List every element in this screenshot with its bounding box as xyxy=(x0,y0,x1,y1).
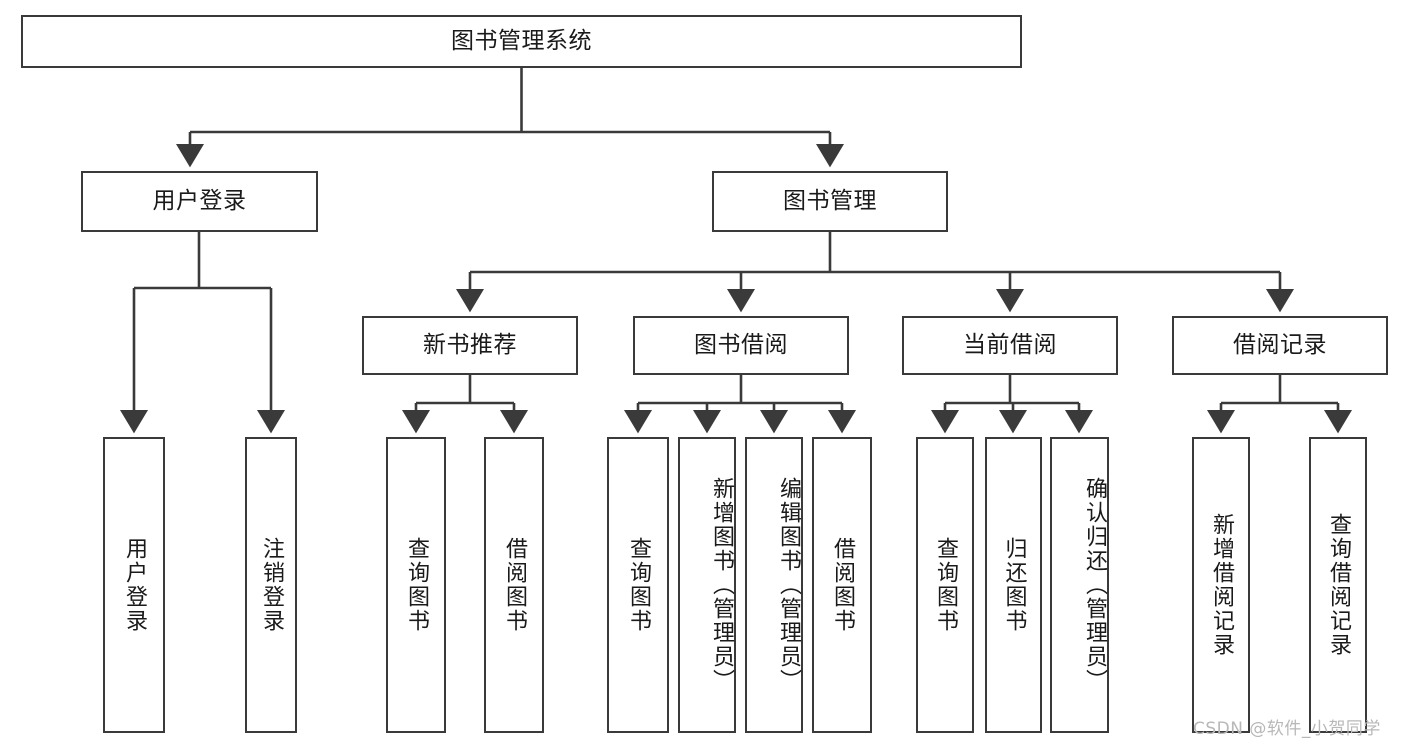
node-current-borrow[interactable]: 当前借阅 xyxy=(902,316,1118,375)
leaf-query-book-current[interactable]: 查询图书 xyxy=(916,437,974,733)
leaf-query-book-borrow[interactable]: 查询图书 xyxy=(607,437,669,733)
leaf-add-book-admin[interactable]: 新增图书（管理员） xyxy=(678,437,736,733)
leaf-logout-login[interactable]: 注销登录 xyxy=(245,437,297,733)
leaf-return-book[interactable]: 归还图书 xyxy=(985,437,1042,733)
root-node-book-management-system[interactable]: 图书管理系统 xyxy=(21,15,1022,68)
leaf-query-book-recommend[interactable]: 查询图书 xyxy=(386,437,446,733)
leaf-add-borrow-record[interactable]: 新增借阅记录 xyxy=(1192,437,1250,733)
leaf-borrow-book[interactable]: 借阅图书 xyxy=(812,437,872,733)
leaf-confirm-return-admin[interactable]: 确认归还（管理员） xyxy=(1050,437,1109,733)
node-borrow-record[interactable]: 借阅记录 xyxy=(1172,316,1388,375)
leaf-borrow-book-recommend[interactable]: 借阅图书 xyxy=(484,437,544,733)
node-user-login[interactable]: 用户登录 xyxy=(81,171,318,232)
node-book-management[interactable]: 图书管理 xyxy=(712,171,948,232)
leaf-query-borrow-record[interactable]: 查询借阅记录 xyxy=(1309,437,1367,733)
node-book-borrow[interactable]: 图书借阅 xyxy=(633,316,849,375)
leaf-user-login[interactable]: 用户登录 xyxy=(103,437,165,733)
leaf-edit-book-admin[interactable]: 编辑图书（管理员） xyxy=(745,437,803,733)
node-new-book-recommend[interactable]: 新书推荐 xyxy=(362,316,578,375)
